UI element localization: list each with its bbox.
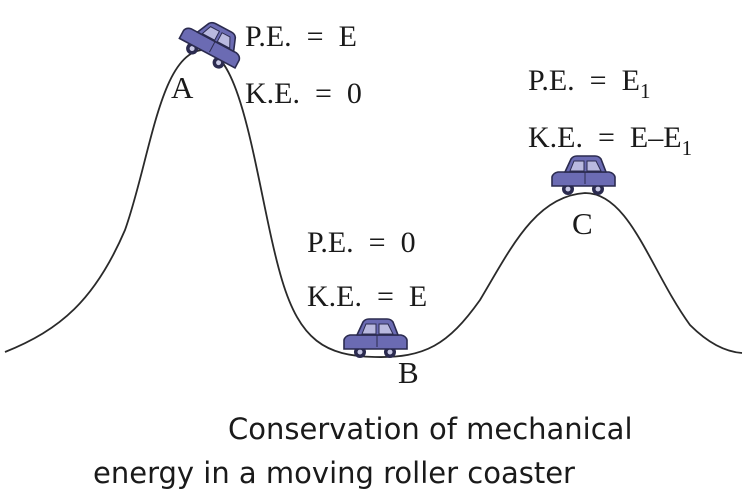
point-a-label: A — [171, 70, 194, 105]
b-potential-energy-label: P.E. = 0 — [307, 226, 416, 259]
car-at-c-icon — [551, 155, 616, 196]
roller-coaster-track — [4, 49, 743, 358]
b-kinetic-energy-label: K.E. = E — [307, 280, 427, 313]
a-kinetic-energy-label: K.E. = 0 — [245, 77, 362, 110]
point-b-label: B — [398, 355, 419, 390]
caption-line-2: energy in a moving roller coaster — [93, 456, 575, 490]
c-potential-energy-label: P.E. = E1 — [528, 64, 650, 103]
point-c-label: C — [572, 206, 593, 241]
c-pe-subscript: 1 — [640, 79, 651, 103]
car-at-a-icon — [174, 11, 250, 77]
caption-line-1: Conservation of mechanical — [228, 412, 633, 446]
car-at-b-icon — [343, 318, 408, 359]
a-potential-energy-label: P.E. = E — [245, 20, 357, 53]
c-kinetic-energy-label: K.E. = E–E1 — [528, 121, 692, 160]
c-ke-subscript: 1 — [682, 136, 693, 160]
